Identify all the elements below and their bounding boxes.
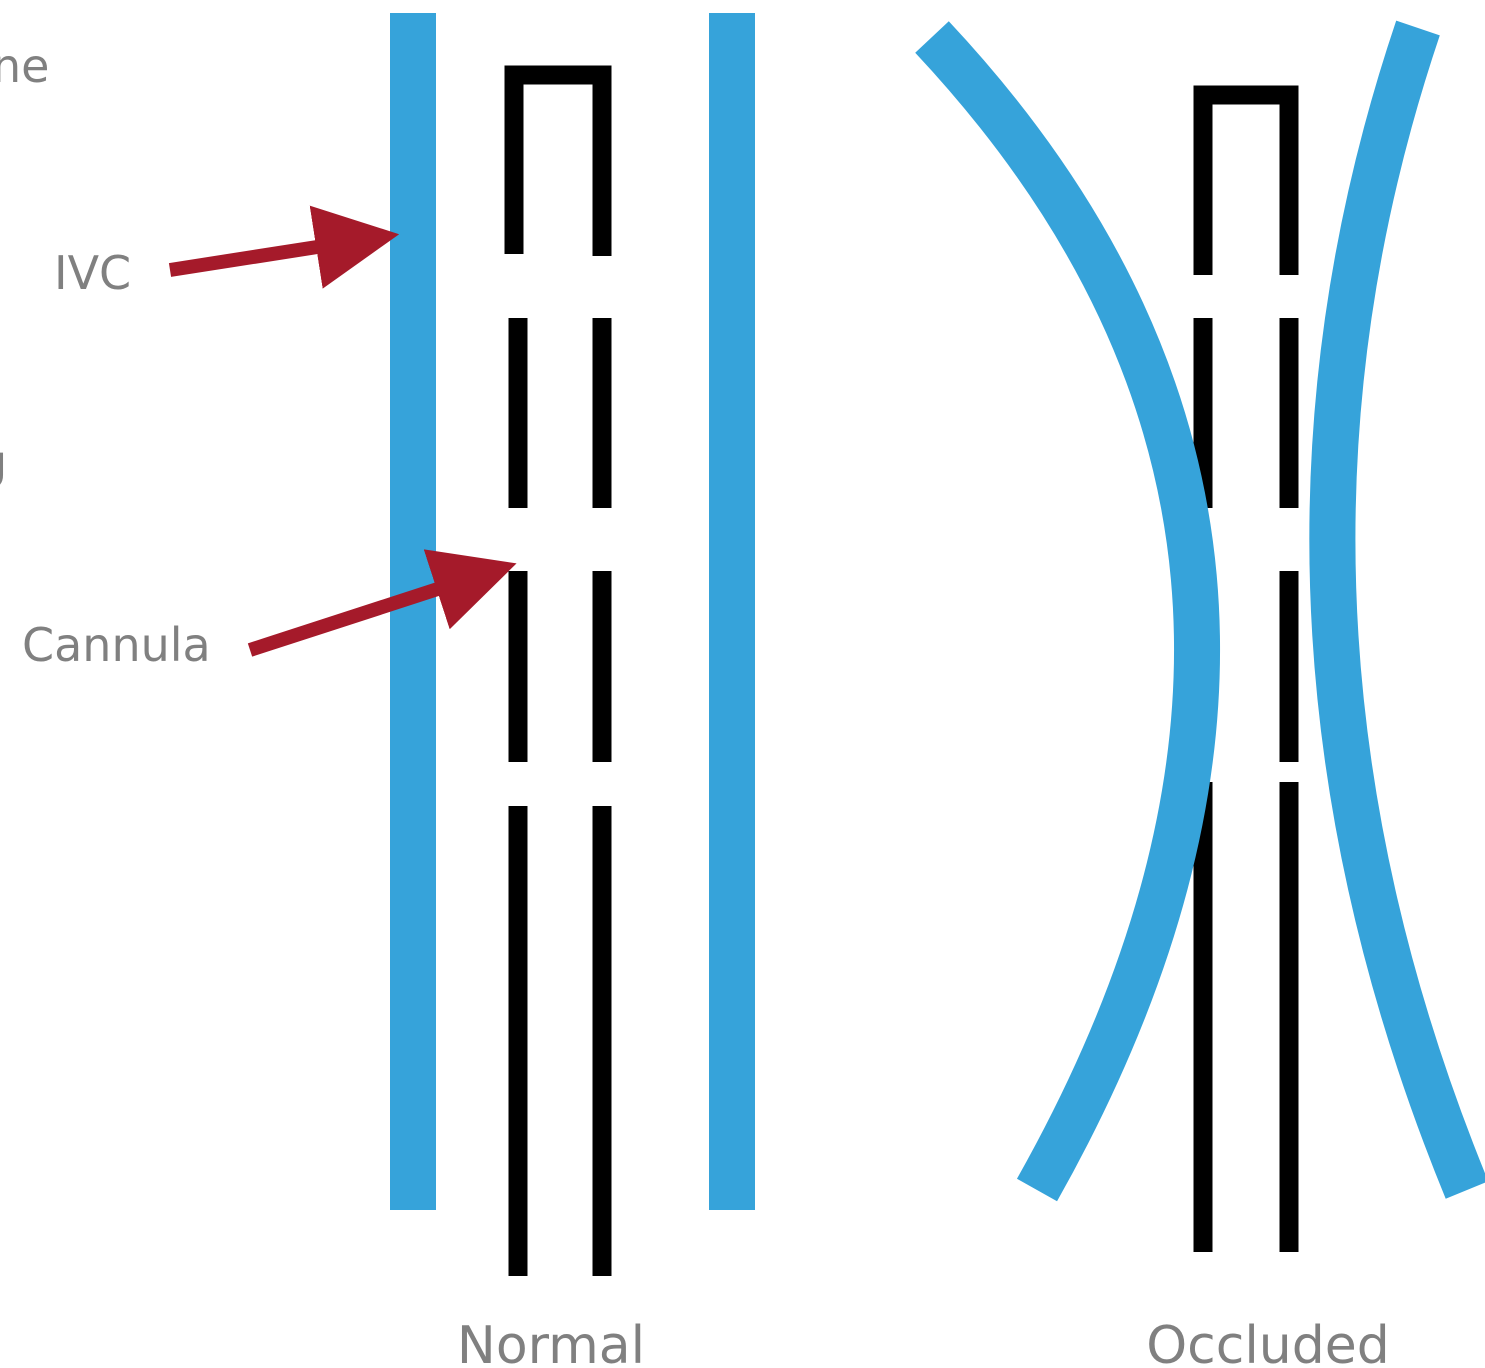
ivc-label: IVC [54, 246, 131, 300]
normal-caption: Normal [457, 1316, 645, 1368]
occluded-ivc-right-wall [1332, 28, 1467, 1190]
occluded-ivc-left-wall [932, 37, 1197, 1190]
normal-cannula-tip [514, 75, 602, 256]
cannula-label: Cannula [22, 618, 211, 672]
cropped-label-top: ne [0, 39, 49, 93]
occluded-panel: Occluded [932, 28, 1467, 1368]
ivc-arrow [170, 245, 330, 270]
normal-panel: Normal [413, 13, 732, 1368]
cropped-label-middle: g [0, 435, 7, 489]
occluded-cannula-tip [1203, 95, 1289, 275]
occluded-caption: Occluded [1146, 1316, 1390, 1368]
